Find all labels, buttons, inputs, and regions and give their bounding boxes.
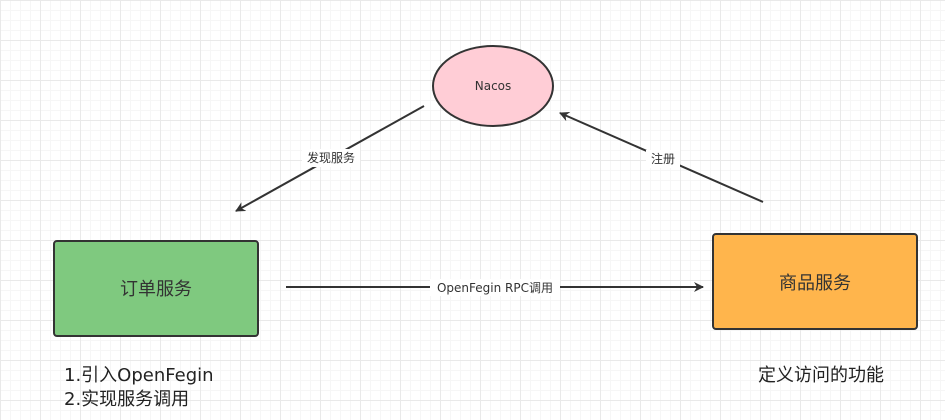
order-note-line-2: 2.实现服务调用: [64, 389, 190, 410]
rpc-label: OpenFegin RPC调用: [437, 281, 553, 295]
product-service-label: 商品服务: [779, 273, 851, 294]
order-note-line-1: 1.引入OpenFegin: [64, 365, 214, 386]
discover-label: 发现服务: [307, 150, 355, 165]
node-order-service[interactable]: 订单服务: [53, 240, 259, 337]
rpc-label-bg: [430, 279, 560, 296]
product-service-box: [712, 233, 918, 330]
product-note-line-1: 定义访问的功能: [758, 365, 884, 386]
edge-discover-service: 发现服务: [235, 105, 425, 212]
discover-label-bg: [302, 149, 360, 167]
nacos-label: Nacos: [475, 79, 512, 93]
register-label-bg: [646, 150, 680, 168]
order-service-note: 1.引入OpenFegin 2.实现服务调用: [64, 364, 214, 412]
order-service-box: [53, 240, 259, 337]
edge-register: 注册: [559, 112, 764, 203]
node-nacos[interactable]: Nacos: [432, 45, 554, 127]
order-service-label: 订单服务: [120, 279, 192, 300]
product-service-note: 定义访问的功能: [758, 364, 884, 388]
nacos-ellipse: [432, 45, 554, 127]
register-label: 注册: [651, 151, 675, 166]
edge-rpc-call: OpenFegin RPC调用: [286, 279, 704, 296]
node-product-service[interactable]: 商品服务: [712, 233, 918, 330]
